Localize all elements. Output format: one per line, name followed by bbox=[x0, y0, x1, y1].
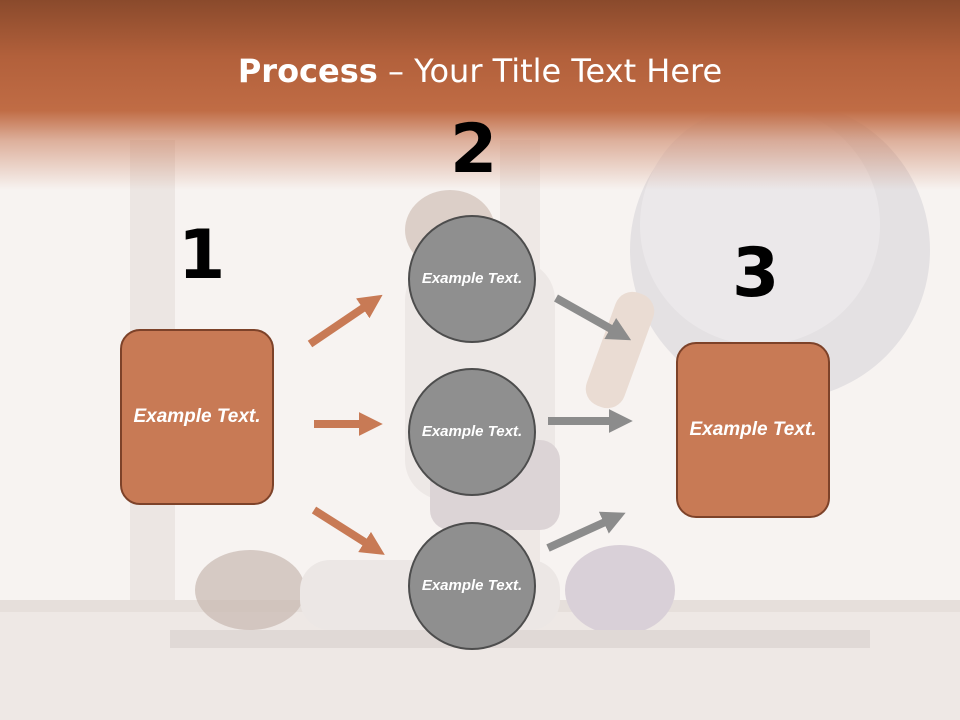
step-1-box: Example Text. bbox=[120, 329, 274, 505]
step-1-label: Example Text. bbox=[133, 405, 261, 427]
step-number-1: 1 bbox=[178, 216, 226, 295]
step-number-3: 3 bbox=[732, 234, 780, 313]
step-3-box: Example Text. bbox=[676, 342, 830, 518]
step-2-circle-1-label: Example Text. bbox=[421, 269, 523, 287]
step-2-circle-3: Example Text. bbox=[408, 522, 536, 650]
title-bold: Process bbox=[237, 52, 378, 90]
step-2-circle-1: Example Text. bbox=[408, 215, 536, 343]
step-2-circle-3-label: Example Text. bbox=[421, 576, 523, 594]
step-2-circle-2: Example Text. bbox=[408, 368, 536, 496]
slide-title: Process – Your Title Text Here bbox=[0, 52, 960, 90]
title-rest: – Your Title Text Here bbox=[377, 52, 723, 90]
step-2-circle-2-label: Example Text. bbox=[421, 422, 523, 440]
title-bar bbox=[0, 0, 960, 190]
step-3-label: Example Text. bbox=[689, 418, 817, 440]
step-number-2: 2 bbox=[450, 110, 498, 189]
